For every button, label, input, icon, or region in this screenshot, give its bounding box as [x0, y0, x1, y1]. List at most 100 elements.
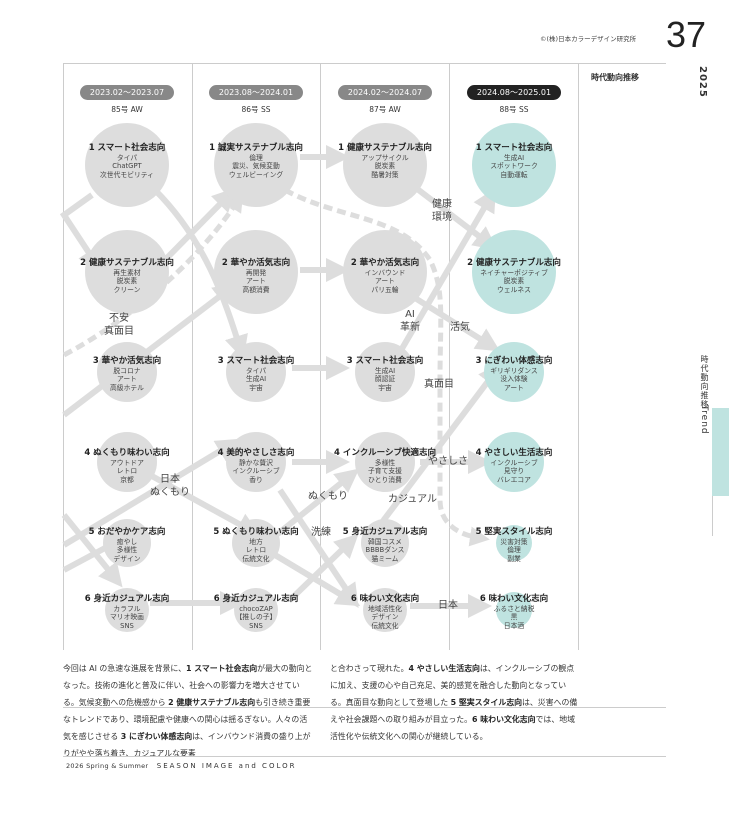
trend-title: 4 ぬくもり味わい志向 — [84, 448, 170, 458]
trend-circle — [472, 123, 556, 207]
trend-keyword: 倫理 — [507, 546, 521, 555]
trend-keyword: 脱炭素 — [503, 277, 525, 286]
trend-title: 5 おだやかケア志向 — [88, 527, 166, 537]
trend-title: 6 身近カジュアル志向 — [84, 594, 170, 604]
flow-label-line: 健康 — [432, 199, 452, 210]
trend-circle — [343, 230, 427, 314]
trend-title: 5 堅実スタイル志向 — [475, 527, 553, 537]
trend-keyword: 宇宙 — [249, 383, 263, 392]
footer: 2026 Spring & Summer SEASON IMAGE and CO… — [66, 762, 296, 770]
trend-title: 2 健康サステナブル志向 — [467, 258, 561, 268]
trend-keyword: ウェルビーイング — [228, 170, 284, 179]
trend-label: 1 健康サステナブル志向アップサイクル脱炭素酷暑対策 — [320, 143, 450, 179]
footer-brand: SEASON IMAGE and COLOR — [156, 762, 297, 770]
trend-keyword: 災害対策 — [500, 537, 528, 546]
flow-arrow — [287, 533, 359, 603]
trend-title: 3 にぎわい体感志向 — [475, 356, 553, 366]
flow-label-casual: カジュアル — [388, 494, 437, 507]
flow-label-line: 日本 — [438, 600, 458, 611]
trend-label: 2 華やか活気志向インバウンドアートパリ五輪 — [320, 258, 450, 294]
trend-keyword: タイパ — [245, 366, 267, 375]
trend-keyword: 猫ミーム — [371, 554, 399, 563]
trend-keyword: 再生素材 — [113, 268, 141, 277]
body-text-run: は、インクルーシブの観点に加え、支援の心や自己充足、美的感覚を融合した動向となっ… — [330, 664, 575, 707]
trend-keyword: BBBBダンス — [365, 546, 405, 555]
trend-title: 6 味わい文化志向 — [479, 594, 549, 604]
flow-label-kindness: やさしさ — [428, 456, 468, 469]
trend-keyword: 地方 — [249, 537, 263, 546]
trend-name-emphasis: 5 堅実スタイル志向 — [450, 698, 523, 707]
flow-arrow — [414, 185, 498, 251]
trend-title: 2 華やか活気志向 — [221, 258, 291, 268]
flow-label-japan-warmth: 日本ぬくもり — [150, 474, 190, 499]
flow-label-serious: 真面目 — [424, 379, 454, 392]
trend-name-emphasis: 3 にぎわい体感志向 — [120, 732, 193, 741]
column-header: 2024.08〜2025.01 88号 SS — [459, 80, 569, 115]
trend-keyword: パリ五輪 — [371, 285, 399, 294]
flow-label-line: 革新 — [400, 321, 420, 333]
issue-label: 85号 AW — [111, 105, 143, 114]
flow-arrow-dashed — [283, 187, 490, 547]
trend-keyword: レトロ — [116, 467, 138, 476]
trend-keyword: 韓国コスメ — [368, 537, 402, 546]
trend-keyword: SNS — [249, 621, 263, 630]
flow-label-line: 不安 — [109, 313, 129, 324]
trend-label: 2 華やか活気志向再開発アート高額消費 — [191, 258, 321, 294]
trend-keyword: 酷暑対策 — [371, 170, 399, 179]
trend-keyword: アート — [375, 277, 395, 286]
trend-keyword: 子育て支援 — [368, 467, 402, 476]
trend-keyword: 生成AI — [503, 153, 525, 162]
trend-keyword: アップサイクル — [361, 153, 409, 162]
trend-title: 3 スマート社会志向 — [217, 356, 295, 366]
period-pill: 2024.08〜2025.01 — [466, 85, 562, 100]
trend-keyword: スポットワーク — [490, 162, 538, 171]
flow-label-line: やさしさ — [428, 456, 468, 467]
flow-label-line: 洗練 — [311, 527, 331, 538]
trend-keyword: ウェルネス — [497, 285, 531, 294]
trend-circle — [85, 123, 169, 207]
trend-title: 3 スマート社会志向 — [346, 356, 424, 366]
copyright: ©(株)日本カラーデザイン研究所 — [540, 35, 637, 43]
trend-title: 4 インクルーシブ快適志向 — [334, 448, 436, 458]
trend-keyword: デザイン — [371, 613, 399, 622]
trend-label: 6 味わい文化志向ふるさと納税黒日本酒 — [449, 594, 579, 630]
trend-keyword: アート — [246, 277, 266, 286]
trend-circle — [97, 432, 157, 492]
flow-label-line: カジュアル — [388, 494, 437, 505]
flow-arrow — [413, 295, 501, 352]
trend-circle — [496, 592, 532, 628]
section-tab[interactable] — [712, 408, 729, 496]
trend-keyword: インクルーシブ — [232, 467, 280, 476]
flow-arrow — [59, 192, 102, 273]
trend-keyword: インバウンド — [364, 268, 406, 277]
trend-keyword: タイパ — [116, 153, 138, 162]
column-divider — [63, 64, 64, 650]
trend-keyword: ひとり消費 — [368, 475, 402, 484]
trend-label: 4 やさしい生活志向インクルーシブ見守りバレエコア — [449, 448, 579, 484]
trend-keyword: 見守り — [503, 467, 525, 476]
divider — [63, 63, 666, 64]
trend-keyword: 没入体験 — [500, 375, 528, 384]
trend-keyword: 京都 — [120, 475, 134, 484]
trend-keyword: デザイン — [113, 554, 141, 563]
trend-keyword: 生成AI — [374, 366, 396, 375]
trend-keyword: ChatGPT — [112, 162, 142, 171]
trend-title: 5 身近カジュアル志向 — [342, 527, 428, 537]
body-text-run: は、インバウンド消費の盛り上がりがやや落ち着き、カジュアルな要素 — [63, 732, 311, 758]
trend-keyword: 自動運転 — [500, 170, 528, 179]
trend-label: 1 誠実サステナブル志向倫理震災、気候変動ウェルビーイング — [191, 143, 321, 179]
flow-label-anxiety: 不安真面目 — [104, 313, 134, 338]
flow-arrow — [61, 513, 123, 588]
trend-circle — [472, 230, 556, 314]
trend-keyword: レトロ — [245, 546, 267, 555]
trend-circle — [363, 588, 407, 632]
flow-label-health-env: 健康環境 — [432, 199, 452, 224]
flow-arrow — [148, 472, 261, 536]
trend-title: 1 スマート社会志向 — [475, 143, 553, 153]
body-text-run: では、地域活性化や伝統文化への関心が継続している。 — [330, 715, 575, 741]
trend-circle — [226, 342, 286, 402]
